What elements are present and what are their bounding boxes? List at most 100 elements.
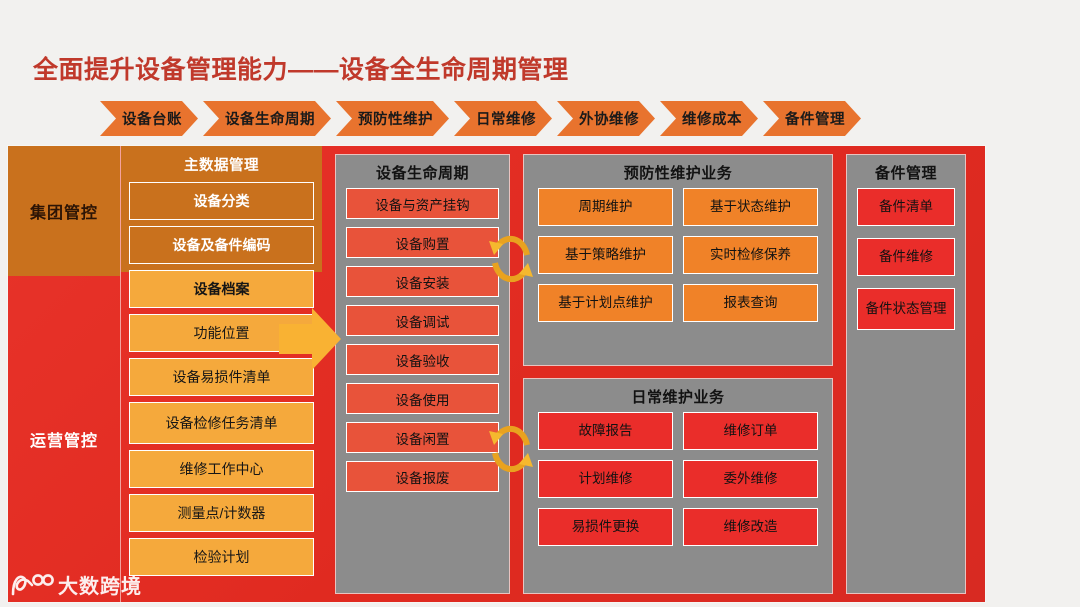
spare-parts-title: 备件管理: [874, 165, 937, 182]
card-label: 周期维护: [578, 198, 633, 214]
ribbon-step-label: 预防性维护: [358, 112, 433, 128]
ribbon-step-3[interactable]: 预防性维护: [336, 101, 449, 136]
master-data-card-7[interactable]: 维修工作中心: [129, 450, 314, 488]
master-data-card-3[interactable]: 设备档案: [129, 270, 314, 308]
process-ribbon: 设备台账 设备生命周期 预防性维护 日常维修 外协维修 维修成本 备件管理: [100, 101, 866, 136]
card-label: 基于状态维护: [710, 198, 791, 214]
daily-card-3[interactable]: 计划维修: [538, 460, 673, 498]
lifecycle-card-4[interactable]: 设备调试: [346, 305, 499, 336]
card-label: 易损件更换: [571, 518, 640, 534]
ribbon-step-1[interactable]: 设备台账: [100, 101, 198, 136]
cycle-arrows-icon: [489, 235, 533, 283]
card-label: 维修订单: [723, 422, 778, 438]
master-data-card-6[interactable]: 设备检修任务清单: [129, 402, 314, 444]
card-label: 实时检修保养: [710, 246, 791, 262]
card-label: 备件清单: [879, 198, 933, 214]
card-label: 基于策略维护: [565, 246, 646, 262]
card-label: 维修工作中心: [179, 460, 264, 477]
master-data-card-9[interactable]: 检验计划: [129, 538, 314, 576]
card-label: 备件维修: [879, 248, 933, 264]
daily-maintenance-panel: 日常维护业务 故障报告 维修订单 计划维修 委外维修 易损件更换 维修改造: [523, 378, 833, 594]
card-label: 设备调试: [395, 314, 450, 330]
ribbon-step-label: 日常维修: [476, 112, 536, 128]
logo-icon: [11, 573, 54, 595]
master-data-card-2[interactable]: 设备及备件编码: [129, 226, 314, 264]
preventive-card-grid: 周期维护 基于状态维护 基于策略维护 实时检修保养 基于计划点维护 报表查询: [538, 188, 818, 322]
master-data-card-1[interactable]: 设备分类: [129, 182, 314, 220]
lifecycle-card-6[interactable]: 设备使用: [346, 383, 499, 414]
card-label: 故障报告: [578, 422, 633, 438]
preventive-card-3[interactable]: 基于策略维护: [538, 236, 673, 274]
card-label: 维修改造: [723, 518, 778, 534]
daily-card-grid: 故障报告 维修订单 计划维修 委外维修 易损件更换 维修改造: [538, 412, 818, 546]
governance-operations-label: 运营管控: [29, 433, 98, 450]
daily-card-1[interactable]: 故障报告: [538, 412, 673, 450]
lifecycle-title: 设备生命周期: [375, 165, 469, 182]
master-data-card-8[interactable]: 测量点/计数器: [129, 494, 314, 532]
preventive-maintenance-panel: 预防性维护业务 周期维护 基于状态维护 基于策略维护 实时检修保养 基于计划点维…: [523, 154, 833, 366]
lifecycle-card-7[interactable]: 设备闲置: [346, 422, 499, 453]
daily-card-6[interactable]: 维修改造: [683, 508, 818, 546]
ribbon-step-4[interactable]: 日常维修: [454, 101, 552, 136]
master-data-column: 主数据管理 设备分类 设备及备件编码 设备档案 功能位置 设备易损件清单 设备检…: [120, 146, 322, 602]
card-label: 设备报废: [395, 470, 450, 486]
ribbon-step-label: 备件管理: [785, 112, 845, 128]
ribbon-step-2[interactable]: 设备生命周期: [203, 101, 331, 136]
spare-parts-card-2[interactable]: 备件维修: [857, 238, 955, 276]
card-label: 功能位置: [193, 324, 250, 341]
card-label: 基于计划点维护: [558, 294, 653, 310]
lifecycle-card-5[interactable]: 设备验收: [346, 344, 499, 375]
lifecycle-card-3[interactable]: 设备安装: [346, 266, 499, 297]
governance-operations-cell: 运营管控: [8, 276, 120, 602]
card-label: 设备购置: [395, 236, 450, 252]
card-label: 委外维修: [723, 470, 778, 486]
lifecycle-card-2[interactable]: 设备购置: [346, 227, 499, 258]
preventive-title: 预防性维护业务: [623, 165, 733, 182]
right-arrow-icon: [279, 308, 341, 370]
governance-column: 集团管控 运营管控: [8, 146, 120, 602]
ribbon-step-7[interactable]: 备件管理: [763, 101, 861, 136]
card-label: 设备分类: [193, 192, 250, 209]
spare-parts-card-1[interactable]: 备件清单: [857, 188, 955, 226]
preventive-card-6[interactable]: 报表查询: [683, 284, 818, 322]
card-label: 测量点/计数器: [177, 504, 266, 521]
card-label: 设备与资产挂钩: [375, 197, 470, 213]
preventive-card-2[interactable]: 基于状态维护: [683, 188, 818, 226]
daily-title: 日常维护业务: [631, 389, 725, 406]
ribbon-step-label: 外协维修: [579, 112, 639, 128]
master-data-title: 主数据管理: [184, 158, 259, 174]
governance-group-label: 集团管控: [29, 205, 98, 222]
maintenance-column: 预防性维护业务 周期维护 基于状态维护 基于策略维护 实时检修保养 基于计划点维…: [523, 154, 833, 594]
card-label: 计划维修: [578, 470, 633, 486]
card-label: 设备验收: [395, 353, 450, 369]
ribbon-step-6[interactable]: 维修成本: [660, 101, 758, 136]
daily-card-2[interactable]: 维修订单: [683, 412, 818, 450]
preventive-card-5[interactable]: 基于计划点维护: [538, 284, 673, 322]
cycle-arrows-icon: [489, 425, 533, 473]
watermark-text: 大数跨境: [58, 576, 142, 598]
spare-parts-panel: 备件管理 备件清单 备件维修 备件状态管理: [846, 154, 966, 594]
preventive-card-4[interactable]: 实时检修保养: [683, 236, 818, 274]
card-label: 备件状态管理: [865, 300, 947, 316]
ribbon-step-label: 维修成本: [682, 112, 742, 128]
card-label: 设备闲置: [395, 431, 450, 447]
ribbon-step-label: 设备台账: [122, 112, 182, 128]
preventive-card-1[interactable]: 周期维护: [538, 188, 673, 226]
daily-card-4[interactable]: 委外维修: [683, 460, 818, 498]
lifecycle-panel: 设备生命周期 设备与资产挂钩 设备购置 设备安装 设备调试 设备验收 设备使用 …: [335, 154, 510, 594]
lifecycle-card-1[interactable]: 设备与资产挂钩: [346, 188, 499, 219]
card-label: 设备使用: [395, 392, 450, 408]
lifecycle-card-8[interactable]: 设备报废: [346, 461, 499, 492]
spare-parts-card-3[interactable]: 备件状态管理: [857, 288, 955, 330]
ribbon-step-5[interactable]: 外协维修: [557, 101, 655, 136]
daily-card-5[interactable]: 易损件更换: [538, 508, 673, 546]
card-label: 设备易损件清单: [172, 368, 271, 385]
card-label: 检验计划: [193, 548, 250, 565]
master-data-card-5[interactable]: 设备易损件清单: [129, 358, 314, 396]
governance-group-cell: 集团管控: [8, 146, 120, 276]
ribbon-step-label: 设备生命周期: [225, 112, 315, 128]
watermark: 大数跨境: [10, 570, 142, 599]
page-title: 全面提升设备管理能力——设备全生命周期管理: [33, 56, 569, 84]
card-label: 设备档案: [193, 280, 250, 297]
card-label: 设备及备件编码: [172, 236, 271, 253]
